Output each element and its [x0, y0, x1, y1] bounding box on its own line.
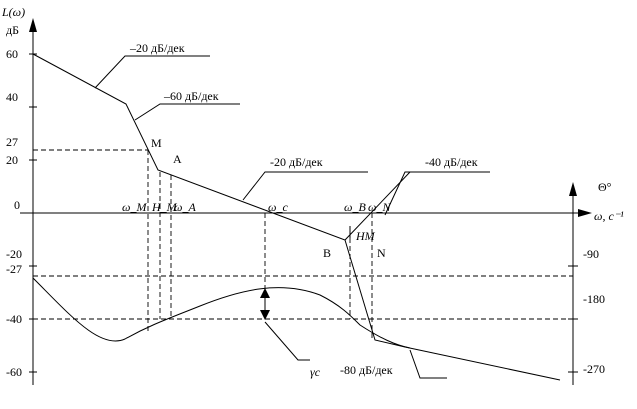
leader-slope-4	[384, 171, 490, 216]
x-axis-label: ω, c⁻¹	[594, 209, 624, 223]
tick-label-minus20: -20	[6, 247, 22, 261]
tick-label-minus90: -90	[583, 247, 599, 261]
phase-margin-label: γc	[310, 365, 321, 379]
right-axis-arrow	[569, 182, 577, 196]
freq-label-omega-b: ω_B	[344, 200, 366, 214]
slope-label-3: -20 дБ/дек	[270, 155, 323, 169]
right-axis-label: Θ°	[598, 180, 612, 194]
freq-label-omega-m: ω_M	[122, 200, 147, 214]
freq-label-h-m: H_M	[151, 200, 178, 214]
magnitude-curve	[32, 53, 561, 381]
left-tick-marks	[29, 53, 37, 373]
freq-label-omega-a: ω_A	[174, 200, 196, 214]
leader-slope-1	[94, 55, 210, 89]
leader-phase-margin	[264, 321, 310, 361]
tick-label-40: 40	[6, 90, 18, 104]
phase-margin-arrow-down	[260, 310, 270, 320]
tick-label-27: 27	[6, 135, 18, 149]
tick-label-minus40: -40	[6, 312, 22, 326]
slope-label-1: –20 дБ/дек	[129, 41, 185, 55]
x-axis-arrow	[578, 209, 592, 217]
point-label-m: M	[151, 136, 162, 150]
gain-margin-label: HM	[355, 229, 376, 243]
tick-label-60: 60	[6, 47, 18, 61]
freq-label-omega-c: ω_c	[268, 200, 288, 214]
point-label-b: B	[323, 246, 331, 260]
tick-label-20: 20	[6, 153, 18, 167]
tick-label-0: 0	[14, 198, 20, 212]
point-label-n: N	[377, 246, 386, 260]
slope-label-5: -80 дБ/дек	[340, 363, 393, 377]
slope-segment-minus40	[344, 171, 411, 241]
point-label-a: A	[173, 152, 182, 166]
left-axis-label: L(ω)	[1, 5, 25, 19]
left-axis-unit: дБ	[6, 23, 19, 37]
freq-label-omega-n: ω_N	[368, 200, 391, 214]
slope-label-2: –60 дБ/дек	[163, 89, 219, 103]
tick-label-minus270: -270	[583, 362, 605, 376]
leader-slope-5	[409, 349, 447, 379]
tick-label-minus60: -60	[6, 365, 22, 379]
tick-label-minus180: -180	[583, 292, 605, 306]
left-axis-arrow	[29, 18, 37, 32]
slope-label-4: -40 дБ/дек	[425, 155, 478, 169]
leader-slope-2	[134, 103, 240, 121]
phase-curve	[32, 277, 411, 349]
phase-margin-arrow-up	[260, 288, 270, 298]
leader-slope-3	[242, 171, 368, 201]
tick-label-minus27: -27	[6, 262, 22, 276]
